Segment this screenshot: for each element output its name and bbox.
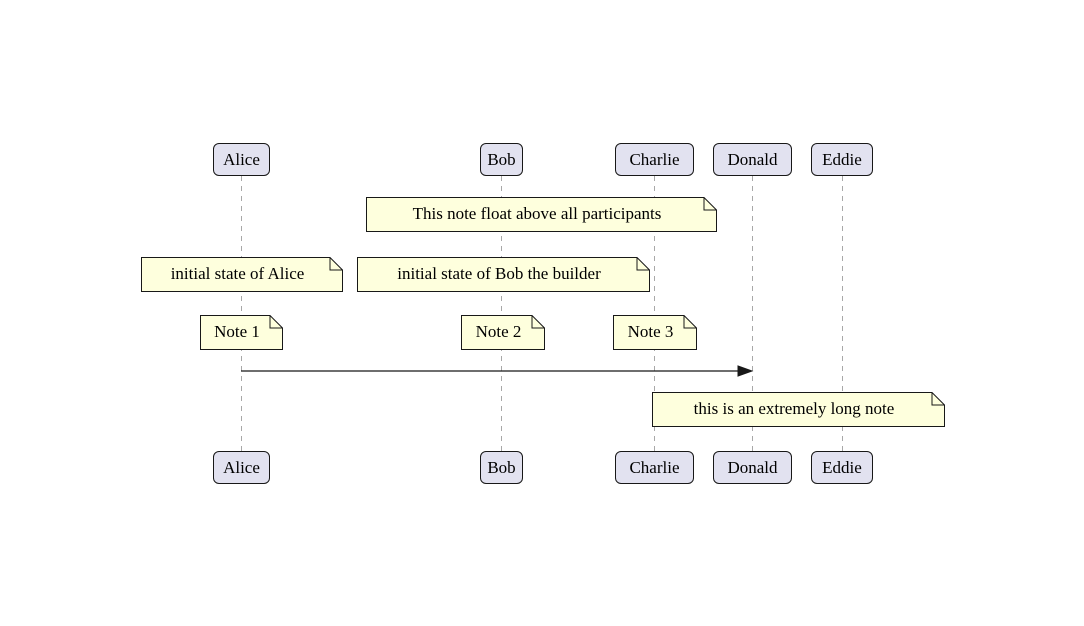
note-text: initial state of Alice	[170, 264, 305, 283]
note-text: initial state of Bob the builder	[397, 264, 601, 283]
note-shape	[141, 257, 343, 292]
participant-eddie-top: Eddie	[811, 143, 873, 176]
lifeline-charlie	[654, 176, 655, 451]
participant-label: Charlie	[629, 149, 680, 169]
participant-label: Donald	[727, 457, 778, 477]
participant-label: Alice	[223, 457, 260, 477]
participant-label: Charlie	[629, 457, 680, 477]
note-2: Note 2	[461, 315, 545, 350]
note-text: this is an extremely long note	[693, 399, 895, 418]
note-floating: This note float above all participants	[366, 197, 717, 232]
message-arrow-alice-to-donald	[241, 365, 754, 377]
lifeline-bob	[501, 176, 502, 451]
participant-label: Eddie	[822, 457, 862, 477]
arrow-icon	[241, 365, 754, 377]
note-shape	[613, 315, 697, 350]
note-shape	[461, 315, 545, 350]
note-text: Note 1	[214, 322, 260, 341]
note-initial-state-alice: initial state of Alice	[141, 257, 343, 292]
note-extremely-long: this is an extremely long note	[652, 392, 945, 427]
participant-donald-top: Donald	[713, 143, 792, 176]
participant-bob-top: Bob	[480, 143, 523, 176]
participant-bob-bottom: Bob	[480, 451, 523, 484]
note-shape	[652, 392, 945, 427]
participant-label: Bob	[487, 457, 516, 477]
lifeline-eddie	[842, 176, 843, 451]
note-shape	[366, 197, 717, 232]
participant-charlie-bottom: Charlie	[615, 451, 694, 484]
lifeline-alice	[241, 176, 242, 451]
participant-label: Eddie	[822, 149, 862, 169]
participant-alice-bottom: Alice	[213, 451, 270, 484]
note-text: This note float above all participants	[412, 204, 662, 223]
participant-label: Alice	[223, 149, 260, 169]
lifeline-donald	[752, 176, 753, 451]
note-shape	[357, 257, 650, 292]
participant-donald-bottom: Donald	[713, 451, 792, 484]
note-3: Note 3	[613, 315, 697, 350]
note-initial-state-bob: initial state of Bob the builder	[357, 257, 650, 292]
note-text: Note 2	[475, 322, 522, 341]
participant-alice-top: Alice	[213, 143, 270, 176]
participant-label: Bob	[487, 149, 516, 169]
participant-charlie-top: Charlie	[615, 143, 694, 176]
participant-label: Donald	[727, 149, 778, 169]
note-shape	[200, 315, 283, 350]
note-1: Note 1	[200, 315, 283, 350]
participant-eddie-bottom: Eddie	[811, 451, 873, 484]
note-text: Note 3	[627, 322, 674, 341]
